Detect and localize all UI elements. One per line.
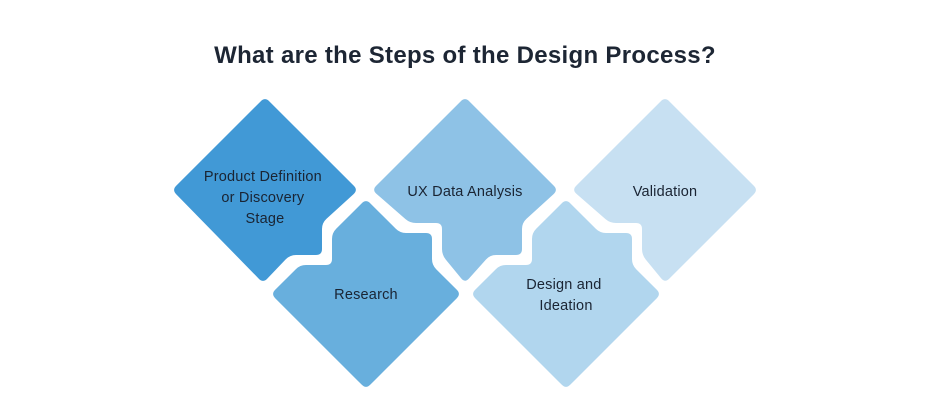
step-design-and-ideation: Design and Ideation [473, 201, 659, 387]
label-line: Research [334, 287, 398, 303]
step-2-diamond [273, 201, 459, 387]
step-3-label: UX Data Analysis [407, 184, 522, 200]
step-research: Research [273, 201, 459, 387]
step-product-definition-or-discovery-stage: Product Definition or Discovery Stage [174, 99, 356, 281]
label-line: Product Definition [204, 169, 322, 185]
step-4-diamond [473, 201, 659, 387]
step-3-diamond [374, 99, 556, 281]
label-line: or Discovery [221, 190, 305, 206]
step-1-diamond [174, 99, 356, 281]
step-1-label: Product Definition or Discovery Stage [204, 169, 326, 227]
label-line: Validation [633, 184, 698, 200]
label-line: Stage [246, 211, 285, 227]
label-line: Design and [526, 277, 601, 293]
label-line: UX Data Analysis [407, 184, 522, 200]
step-5-label: Validation [633, 184, 698, 200]
step-ux-data-analysis: UX Data Analysis [374, 99, 556, 281]
step-2-label: Research [334, 287, 398, 303]
label-line: Ideation [539, 298, 592, 314]
step-validation: Validation [574, 99, 756, 281]
step-4-label: Design and Ideation [526, 277, 606, 314]
page-title: What are the Steps of the Design Process… [214, 42, 716, 69]
step-5-diamond [574, 99, 756, 281]
